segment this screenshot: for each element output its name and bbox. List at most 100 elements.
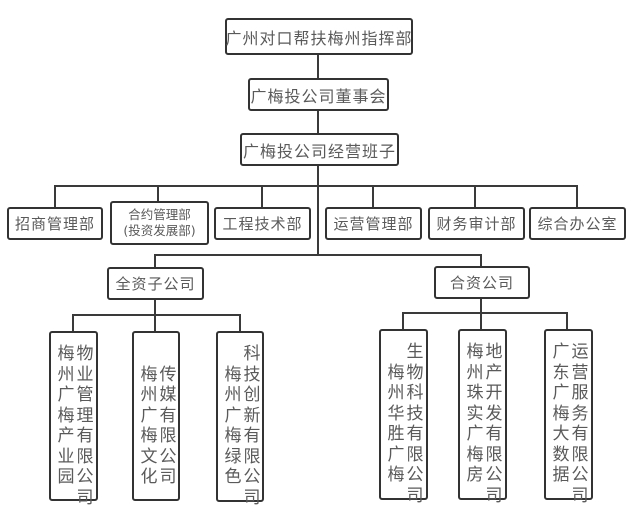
company-name-char: 公 [571, 465, 589, 485]
company-name-char: 广 [57, 385, 75, 405]
group-joint-venture: 合资公司 [434, 266, 530, 299]
company-name-char: 管 [76, 385, 94, 405]
company-name-char: 房 [466, 465, 484, 485]
dept-contract-management: 合约管理部 (投资发展部) [110, 201, 209, 245]
wholly-owned-trunk [154, 299, 156, 315]
company-name-char: 广 [552, 383, 570, 403]
dept-label: 工程技术部 [222, 215, 303, 233]
company-name-char: 州 [57, 364, 75, 385]
connector-dept-4 [372, 185, 374, 207]
connector-dept-3 [261, 185, 263, 207]
company-name-char: 梅 [140, 426, 158, 446]
company-name-char: 业 [57, 446, 75, 467]
company-name-char: 公 [159, 446, 177, 467]
company-name-char: 服 [571, 383, 589, 403]
company-name-char: 有 [159, 405, 177, 426]
connector-wholly-owned [154, 254, 156, 267]
company-name-char: 限 [571, 444, 589, 465]
company-name-char: 技 [406, 403, 424, 424]
company-name-char: 限 [243, 446, 261, 467]
company-name-char: 新 [243, 405, 261, 426]
company-name-char: 限 [76, 446, 94, 467]
company-name-char: 地 [485, 342, 503, 362]
dept-label: 运营管理部 [333, 215, 414, 233]
company-name-char: 运 [571, 342, 589, 362]
company-name-char: 有 [571, 424, 589, 444]
connector-dept-5 [474, 185, 476, 207]
connector-jv-1 [402, 312, 404, 329]
connector-top-board [317, 54, 319, 78]
company-name-char: 限 [485, 444, 503, 465]
company-name-right-column: 运营服务有限公司 [570, 342, 590, 506]
company-name-char: 珠 [466, 383, 484, 403]
department-bus [54, 185, 578, 187]
company-name-char: 产 [485, 362, 503, 383]
company-name-char: 公 [243, 467, 261, 487]
company-name-char: 梅 [466, 342, 484, 362]
company-name-char: 化 [140, 467, 158, 487]
company-name-char: 梅 [57, 344, 75, 364]
company-name-char: 胜 [387, 424, 405, 444]
company-name-char: 有 [243, 426, 261, 446]
company-name-char: 广 [466, 424, 484, 444]
company-name-char: 实 [466, 403, 484, 424]
company-name-left-column: 梅州广梅绿色 [223, 365, 243, 488]
company-name-char: 媒 [159, 385, 177, 405]
company-name-char: 公 [406, 465, 424, 485]
company-name-char: 州 [224, 385, 242, 405]
company-name-char: 梅 [224, 364, 242, 385]
company-name-char: 广 [387, 444, 405, 465]
company-name-char: 梅 [224, 426, 242, 446]
company-name-char: 理 [76, 405, 94, 426]
connector-board-management [317, 110, 319, 133]
joint-venture-trunk [480, 298, 482, 313]
company-name-char: 梅 [466, 444, 484, 465]
company-name-char: 数 [552, 444, 570, 465]
dept-engineering: 工程技术部 [214, 207, 311, 240]
dept-general-office: 综合办公室 [529, 207, 626, 240]
connector-joint-venture [480, 254, 482, 266]
company-name-char: 务 [571, 403, 589, 424]
company-name-char: 东 [552, 362, 570, 383]
company-name-left-column: 广东广梅大数据 [551, 342, 571, 486]
company-name-char: 营 [571, 362, 589, 383]
subsidiary-bus [154, 254, 482, 256]
company-name-char: 传 [159, 364, 177, 385]
node-board-of-directors: 广梅投公司董事会 [248, 78, 389, 111]
company-name-char: 大 [552, 424, 570, 444]
company-name-char: 有 [485, 424, 503, 444]
company-name-char: 产 [57, 426, 75, 446]
company-name-char: 司 [76, 487, 94, 508]
connector-dept-1 [54, 185, 56, 207]
company-name-char: 物 [76, 344, 94, 364]
company-name-char: 广 [140, 405, 158, 426]
company-name-char: 物 [406, 362, 424, 383]
connector-wo-2 [154, 314, 156, 331]
company-name-char: 有 [76, 426, 94, 446]
company-name-char: 技 [243, 364, 261, 385]
dept-operations: 运营管理部 [325, 207, 422, 240]
company-name-right-column: 地产开发有限公司 [484, 342, 504, 506]
company-name-right-column: 传媒有限公司 [158, 365, 178, 488]
joint-venture-bus [402, 312, 568, 314]
company-name-char: 司 [243, 487, 261, 508]
company-name-right-column: 物业管理有限公司 [75, 344, 95, 508]
company-name-char: 据 [552, 465, 570, 485]
connector-dept-2 [157, 185, 159, 201]
dept-label: 财务审计部 [436, 215, 517, 233]
company-box: 梅州华胜广梅生物科技有限公司 [379, 329, 428, 506]
company-name-char: 广 [552, 342, 570, 362]
connector-wo-1 [72, 314, 74, 331]
connector-wo-3 [239, 314, 241, 331]
group-wholly-owned: 全资子公司 [107, 267, 204, 300]
dept-label: 综合办公室 [537, 215, 618, 233]
dept-label: 合约管理部 [128, 207, 191, 222]
node-management-team: 广梅投公司经营班子 [240, 133, 399, 166]
company-name-char: 梅 [387, 465, 405, 485]
company-box: 梅州广梅文化传媒有限公司 [132, 331, 180, 501]
company-name-char: 色 [224, 467, 242, 487]
wholly-owned-bus [72, 314, 241, 316]
company-name-char: 园 [57, 467, 75, 487]
dept-sublabel: (投资发展部) [123, 223, 196, 238]
company-name-char: 限 [406, 444, 424, 465]
